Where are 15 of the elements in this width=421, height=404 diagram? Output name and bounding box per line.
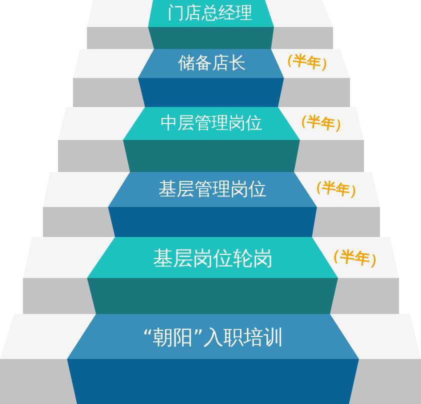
- step-label: 基层管理岗位: [158, 180, 266, 200]
- duration-label: （半年）: [278, 52, 336, 74]
- stair-step: [138, 49, 284, 107]
- duration-label: （半年）: [324, 246, 386, 270]
- step-label: 储备店长: [178, 54, 246, 73]
- step-label: “朝阳”入职培训: [142, 326, 284, 348]
- step-label: 基层岗位轮岗: [153, 246, 273, 268]
- duration-label: （半年）: [307, 178, 365, 202]
- step-label: 中层管理岗位: [160, 114, 262, 133]
- stair-step: [123, 107, 300, 172]
- stair-step: [108, 172, 317, 237]
- stair-step: [148, 0, 274, 49]
- duration-label: （半年）: [292, 112, 350, 136]
- step-label: 门店总经理: [168, 4, 252, 23]
- stair-step: [67, 314, 359, 404]
